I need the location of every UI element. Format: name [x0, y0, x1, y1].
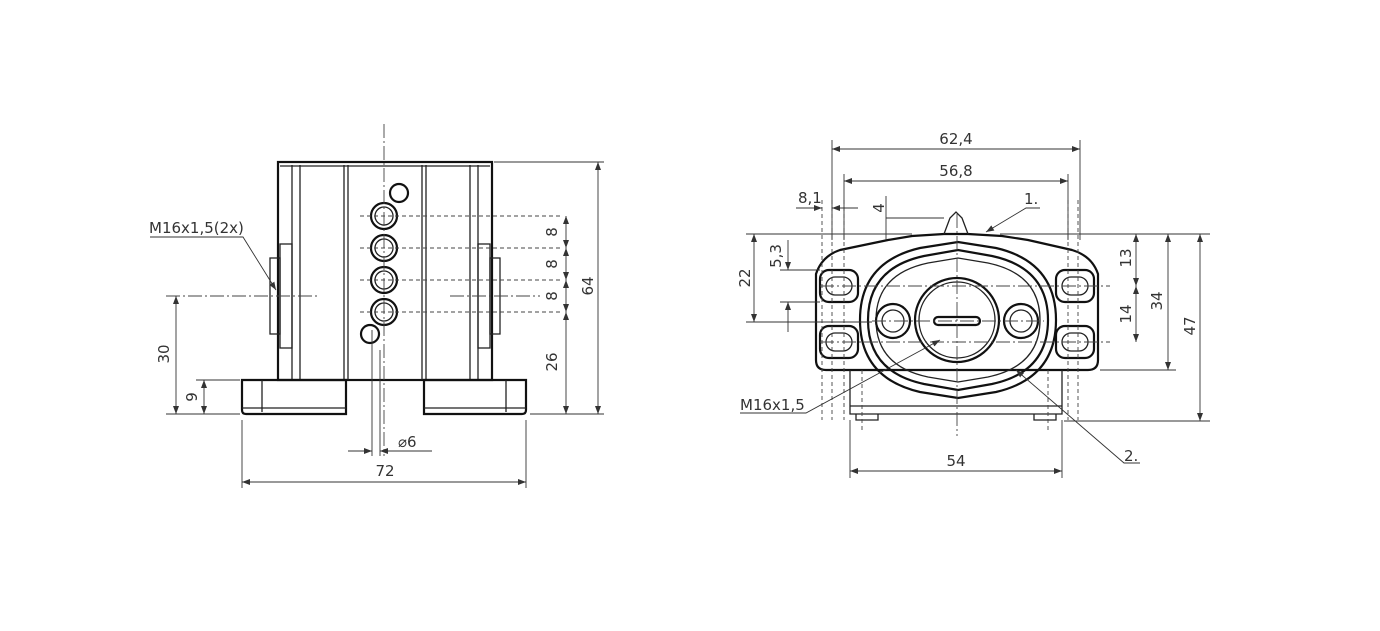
side-gasket	[858, 240, 1058, 400]
front-dim-height-30: 30	[155, 344, 173, 363]
front-dim-height-26: 26	[543, 352, 561, 371]
side-thread-label: M16x1,5	[740, 396, 805, 414]
side-dim-54: 54	[946, 452, 965, 470]
side-dim-14: 14	[1117, 304, 1135, 323]
front-thread-label: M16x1,5(2x)	[149, 219, 244, 237]
side-dim-8-1: 8,1	[798, 189, 822, 207]
side-dim-width-inner: 56,8	[939, 162, 972, 180]
front-dim-diameter: ⌀6	[398, 433, 417, 451]
front-dim-width: 72	[375, 462, 394, 480]
front-dim-pitch-2: 8	[543, 259, 561, 269]
side-callout-1: 1.	[1024, 190, 1038, 208]
side-dim-34: 34	[1148, 291, 1166, 310]
side-dim-4: 4	[870, 203, 888, 213]
front-dim-height-9: 9	[183, 392, 201, 402]
side-mounting-slots	[818, 268, 1096, 360]
front-view: M16x1,5(2x) 8 8 8 26 64 30 9 72 ⌀6	[149, 124, 604, 488]
side-dim-5-3: 5,3	[767, 244, 785, 268]
front-dim-pitch-1: 8	[543, 227, 561, 237]
side-dim-47: 47	[1181, 316, 1199, 335]
front-dim-pitch-3: 8	[543, 291, 561, 301]
side-callout-2: 2.	[1124, 447, 1138, 465]
side-dimensions	[740, 140, 1210, 478]
side-dim-width-outer: 62,4	[939, 130, 972, 148]
front-base-flange	[240, 378, 528, 416]
side-view: 62,4 56,8 8,1 4 22 5,3 13 14 34 47 54 M1…	[736, 130, 1210, 478]
front-contact-holes	[359, 182, 410, 345]
front-centre-lines	[166, 124, 560, 456]
side-dim-13: 13	[1117, 248, 1135, 267]
front-dimensions	[150, 161, 604, 488]
front-dim-height-total: 64	[579, 276, 597, 295]
side-dim-22: 22	[736, 268, 754, 287]
